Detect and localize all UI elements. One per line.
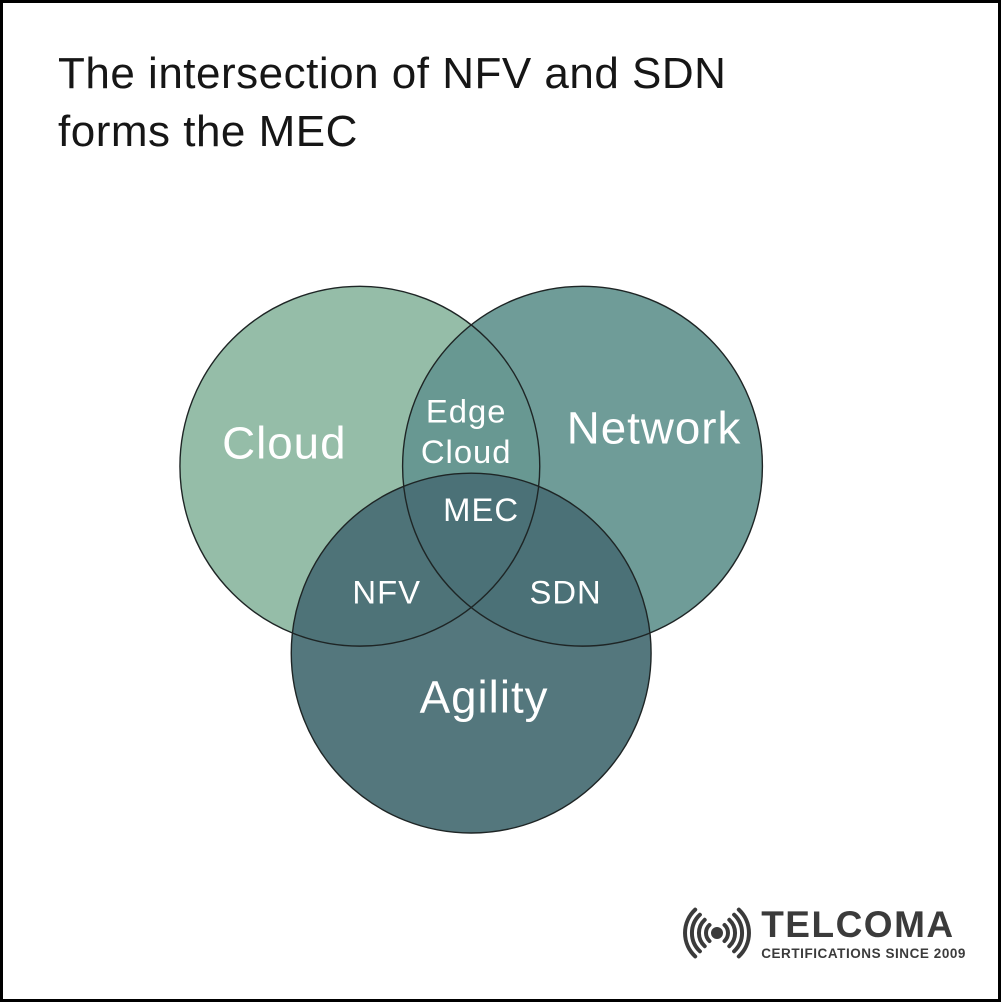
mec-label: MEC xyxy=(443,491,519,528)
cloud-circle-outline xyxy=(179,285,541,647)
agility-circle-outline xyxy=(290,472,652,834)
agility-label: Agility xyxy=(420,672,549,723)
title-line-2: forms the MEC xyxy=(58,107,358,157)
venn-diagram: Cloud Network Agility Edge Cloud MEC NFV… xyxy=(179,285,764,834)
edge-cloud-label-line-1: Edge xyxy=(426,392,507,429)
title-line-1: The intersection of NFV and SDN xyxy=(58,49,727,98)
logo-text: TELCOMA CERTIFICATIONS SINCE 2009 xyxy=(761,906,966,961)
brand-tagline: CERTIFICATIONS SINCE 2009 xyxy=(761,945,966,961)
telcoma-logo: TELCOMA CERTIFICATIONS SINCE 2009 xyxy=(682,901,966,965)
cloud-label: Cloud xyxy=(222,417,346,468)
nfv-label: NFV xyxy=(352,573,421,610)
network-label: Network xyxy=(567,402,742,453)
sdn-label: SDN xyxy=(529,573,601,610)
agility-circle xyxy=(291,473,652,833)
network-circle-outline xyxy=(401,285,764,647)
edge-cloud-label-line-2: Cloud xyxy=(421,433,512,470)
brand-name: TELCOMA xyxy=(761,903,955,945)
radio-signal-icon xyxy=(682,901,752,965)
page-title: The intersection of NFV and SDN forms th… xyxy=(58,45,726,161)
